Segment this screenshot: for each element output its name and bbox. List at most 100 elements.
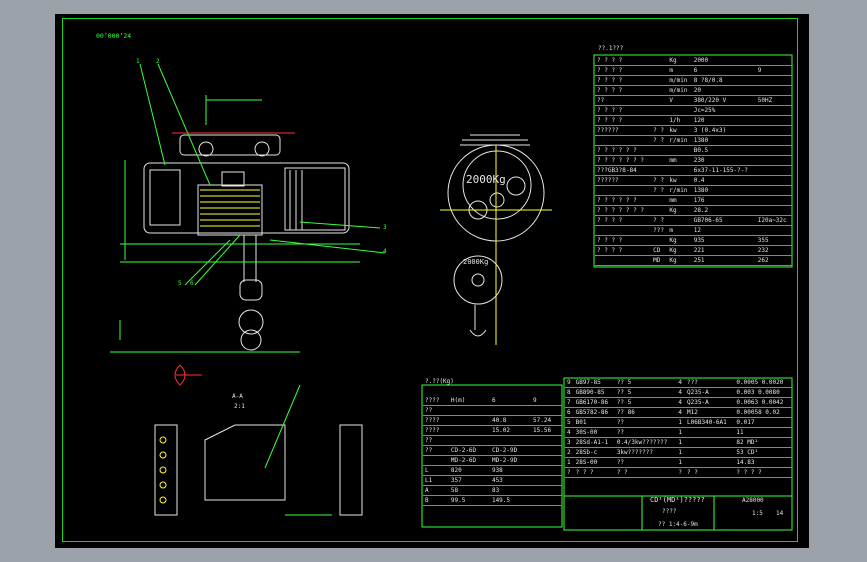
spec-name: ? ? ? ? xyxy=(595,85,652,96)
spec-sub: ? ? xyxy=(651,125,668,136)
load-cell xyxy=(531,405,562,416)
load-cell xyxy=(448,425,490,436)
dimension-key: A xyxy=(423,485,449,496)
part-code: 28Sd-A1-1 xyxy=(573,437,615,448)
spec-row: ? ? ? ?Jc=25% xyxy=(595,105,792,116)
spec-name: ?? xyxy=(595,95,652,106)
part-name: ? ? xyxy=(614,467,677,478)
model-header-cell xyxy=(423,455,449,466)
hook-sheave xyxy=(238,309,264,335)
part-name: ?? 5 xyxy=(614,387,677,398)
part-code: 28Sb-c xyxy=(573,447,615,458)
dimension-value: 453 xyxy=(489,475,532,486)
part-quantity: 4 xyxy=(676,407,686,418)
spec-sub xyxy=(651,145,668,156)
title-block-weight: 14 xyxy=(776,510,784,517)
spec-unit xyxy=(667,145,692,156)
drum-outline xyxy=(197,184,263,236)
spec-name xyxy=(595,135,652,146)
part-number: 8 xyxy=(565,387,574,398)
spec-sub xyxy=(651,115,668,126)
spec-value-2 xyxy=(755,85,792,96)
spec-unit: kw xyxy=(667,175,692,186)
spec-value: 28.2 xyxy=(691,205,756,216)
part-code: B01 xyxy=(573,417,615,428)
load-header-cell: ???? xyxy=(423,396,449,406)
trolley-wheel-right xyxy=(254,141,270,157)
spec-name: ? ? ? ? xyxy=(595,65,652,76)
spec-unit: V xyxy=(667,95,692,106)
load-cell xyxy=(489,405,532,416)
spec-sub: CD xyxy=(651,245,668,256)
model-header-cell: CD-2-6D xyxy=(448,445,490,456)
spec-sub: ? ? xyxy=(651,175,668,186)
dimension-value: 99.5 xyxy=(448,495,490,506)
spec-value-2: I20a~32c xyxy=(755,215,792,226)
spec-value-2 xyxy=(755,165,792,176)
leader-5 xyxy=(194,234,241,286)
left-section xyxy=(154,424,178,516)
load-row: ?? xyxy=(423,435,562,446)
spec-name: ? ? ? ? ? ? xyxy=(595,145,652,156)
spec-sub xyxy=(651,165,668,176)
spec-table-frame xyxy=(593,54,793,268)
model-header-cell: CD-2-9D xyxy=(489,445,532,456)
part-weight: 11 xyxy=(734,427,792,438)
dimension-value: 149.5 xyxy=(489,495,532,506)
part-number: ? xyxy=(565,467,574,478)
spec-value-2 xyxy=(755,56,792,66)
part-material: M12 xyxy=(685,407,735,418)
load-cell: ???? xyxy=(423,415,449,426)
part-quantity: 4 xyxy=(676,397,686,408)
hoist-body-outline xyxy=(143,162,350,234)
spec-unit xyxy=(667,215,692,226)
spec-name: ?????? xyxy=(595,175,652,186)
name-plate xyxy=(221,171,245,187)
load-cell: ?? xyxy=(423,405,449,416)
leader-4 xyxy=(269,239,386,254)
spec-unit: m/min xyxy=(667,85,692,96)
model-header-cell xyxy=(531,445,562,456)
part-weight: 0.017 xyxy=(734,417,792,428)
load-cell: 57.24 xyxy=(531,415,562,426)
dimension-value xyxy=(531,495,562,506)
spec-value-2 xyxy=(755,205,792,216)
spec-value-2 xyxy=(755,225,792,236)
spec-value: 120 xyxy=(691,115,756,126)
spec-unit: Kg xyxy=(667,235,692,246)
spec-unit: m xyxy=(667,65,692,76)
spec-sub: MD xyxy=(651,255,668,266)
spec-unit: Kg xyxy=(667,205,692,216)
spec-value-2: 9 xyxy=(755,65,792,76)
part-number: 2 xyxy=(565,447,574,458)
part-quantity: 1 xyxy=(676,457,686,468)
spec-value: GB706-65 xyxy=(691,215,756,226)
title-block-drawing-no: A28000 xyxy=(742,497,764,504)
part-quantity: ? xyxy=(676,467,686,478)
part-weight: 0.00058 0.02 xyxy=(734,407,792,418)
leader-3 xyxy=(299,221,381,229)
part-material: ??? xyxy=(685,378,735,388)
part-quantity: 1 xyxy=(676,417,686,428)
part-code: GB97-85 xyxy=(573,378,615,388)
spec-value: 1380 xyxy=(691,135,756,146)
part-code: 28S-00 xyxy=(573,457,615,468)
